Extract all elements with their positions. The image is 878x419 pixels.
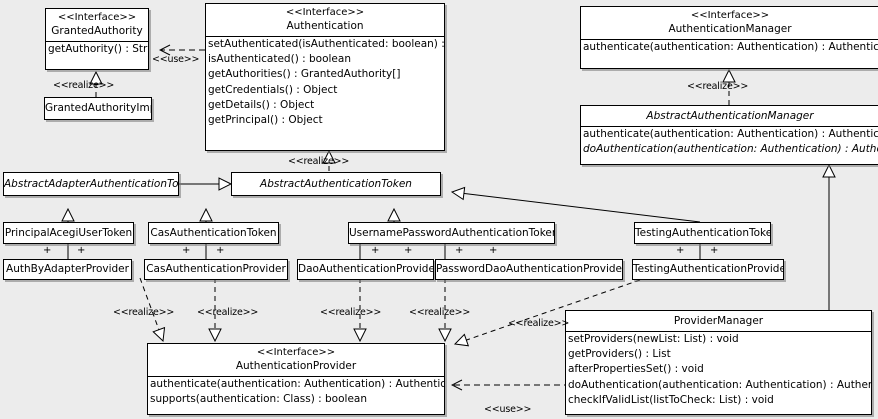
relationship-label-use-top: <<use>>: [152, 54, 200, 65]
operations-compartment: setProviders(newList: List) : void getPr…: [566, 331, 871, 408]
relationship-label-realize-provider-5: <<realize>>: [508, 318, 570, 329]
multiplicity-marker: +: [489, 245, 498, 256]
class-name-label: TestingAuthenticationToken: [635, 227, 771, 239]
class-name-label: AuthenticationManager: [668, 23, 792, 35]
operation-row: authenticate(authentication: Authenticat…: [583, 41, 878, 53]
class-name-label: ProviderManager: [673, 315, 764, 327]
class-header: <<Interface>> AuthenticationManager: [581, 7, 878, 39]
class-abstract-authentication-token[interactable]: AbstractAuthenticationToken: [231, 172, 441, 196]
relationship-label-realize-provider-1: <<realize>>: [113, 307, 175, 318]
class-name-label: UsernamePasswordAuthenticationToken: [349, 227, 555, 239]
class-testing-authentication-provider[interactable]: TestingAuthenticationProvider: [632, 259, 784, 280]
operation-row: getDetails() : Object: [208, 98, 315, 111]
class-name-label: DaoAuthenticationProvider: [298, 263, 434, 275]
class-granted-authority-impl[interactable]: GrantedAuthorityImpl: [44, 97, 152, 120]
class-name-label: GrantedAuthority: [51, 25, 143, 37]
operation-row: checkIfValidList(listToCheck: List) : vo…: [568, 393, 774, 406]
multiplicity-marker: +: [216, 245, 225, 256]
class-name-label: AbstractAuthenticationManager: [646, 110, 814, 122]
class-name-label: AuthenticationProvider: [235, 360, 357, 372]
relationship-label-realize-auth-manager: <<realize>>: [687, 81, 749, 92]
operation-row: authenticate(authentication: Authenticat…: [583, 128, 878, 140]
class-name-label: CasAuthenticationProvider: [146, 263, 286, 275]
class-authentication-provider[interactable]: <<Interface>> AuthenticationProvider aut…: [147, 343, 445, 415]
class-abstract-authentication-manager[interactable]: AbstractAuthenticationManager authentica…: [580, 105, 878, 165]
operations-compartment: authenticate(authentication: Authenticat…: [148, 376, 444, 407]
multiplicity-marker: +: [182, 245, 191, 256]
relationship-label-realize-authentication: <<realize>>: [288, 156, 350, 167]
class-name-label: AbstractAuthenticationToken: [260, 178, 412, 190]
class-header: AbstractAuthenticationManager: [581, 106, 878, 126]
class-principal-acegi-user-token[interactable]: PrincipalAcegiUserToken: [3, 222, 134, 244]
relationship-label-realize-granted-authority: <<realize>>: [53, 80, 115, 91]
operation-row: setProviders(newList: List) : void: [568, 333, 739, 345]
relationship-label-realize-provider-4: <<realize>>: [409, 307, 471, 318]
stereotype-label: <<Interface>>: [57, 12, 137, 23]
class-name-label: CasAuthenticationToken: [150, 227, 277, 239]
class-username-password-authentication-token[interactable]: UsernamePasswordAuthenticationToken: [348, 222, 555, 244]
class-testing-authentication-token[interactable]: TestingAuthenticationToken: [634, 222, 771, 244]
operation-row: getProviders() : List: [568, 348, 671, 361]
multiplicity-marker: +: [455, 245, 464, 256]
class-cas-authentication-token[interactable]: CasAuthenticationToken: [148, 222, 279, 244]
relationship-label-use-bottom: <<use>>: [484, 404, 532, 415]
operation-row: supports(authentication: Class) : boolea…: [150, 393, 367, 406]
operation-row: getPrincipal() : Object: [208, 114, 323, 127]
class-auth-by-adapter-provider[interactable]: AuthByAdapterProvider: [3, 259, 132, 280]
class-name-label: Authentication: [286, 20, 364, 32]
operation-row: afterPropertiesSet() : void: [568, 363, 704, 376]
operation-row: setAuthenticated(isAuthenticated: boolea…: [208, 38, 444, 50]
multiplicity-marker: +: [77, 245, 86, 256]
operation-row: authenticate(authentication: Authenticat…: [150, 378, 444, 390]
operation-row: getCredentials() : Object: [208, 83, 338, 96]
class-password-dao-authentication-provider[interactable]: PasswordDaoAuthenticationProvider: [435, 259, 623, 280]
stereotype-label: <<Interface>>: [690, 10, 770, 21]
class-name-label: PasswordDaoAuthenticationProvider: [436, 263, 623, 275]
operation-row: isAuthenticated() : boolean: [208, 53, 351, 66]
multiplicity-marker: +: [676, 245, 685, 256]
operation-row: doAuthentication(authentication: Authent…: [583, 143, 878, 156]
stereotype-label: <<Interface>>: [256, 347, 336, 358]
stereotype-label: <<Interface>>: [285, 7, 365, 18]
class-name-label: PrincipalAcegiUserToken: [4, 227, 133, 239]
operation-row: getAuthorities() : GrantedAuthority[]: [208, 68, 401, 81]
class-header: ProviderManager: [566, 311, 871, 331]
class-dao-authentication-provider[interactable]: DaoAuthenticationProvider: [297, 259, 434, 280]
class-name-label: AuthByAdapterProvider: [6, 263, 129, 275]
operation-row: getAuthority() : String: [48, 43, 148, 55]
relationship-label-realize-provider-3: <<realize>>: [320, 307, 382, 318]
class-name-label: GrantedAuthorityImpl: [45, 102, 152, 114]
class-header: <<Interface>> GrantedAuthority: [46, 9, 148, 41]
class-header: <<Interface>> AuthenticationProvider: [148, 344, 444, 376]
class-name-label: AbstractAdapterAuthenticationToken: [4, 178, 179, 190]
class-header: <<Interface>> Authentication: [206, 4, 444, 36]
multiplicity-marker: +: [710, 245, 719, 256]
class-cas-authentication-provider[interactable]: CasAuthenticationProvider: [144, 259, 288, 280]
class-provider-manager[interactable]: ProviderManager setProviders(newList: Li…: [565, 310, 872, 415]
class-abstract-adapter-authentication-token[interactable]: AbstractAdapterAuthenticationToken: [3, 172, 179, 196]
class-name-label: TestingAuthenticationProvider: [633, 263, 784, 275]
operations-compartment: authenticate(authentication: Authenticat…: [581, 126, 878, 157]
operations-compartment: authenticate(authentication: Authenticat…: [581, 39, 878, 55]
multiplicity-marker: +: [43, 245, 52, 256]
class-authentication-manager[interactable]: <<Interface>> AuthenticationManager auth…: [580, 6, 878, 69]
operation-row: doAuthentication(authentication: Authent…: [568, 378, 871, 391]
multiplicity-marker: +: [404, 245, 413, 256]
multiplicity-marker: +: [371, 245, 380, 256]
operations-compartment: getAuthority() : String: [46, 41, 148, 57]
operations-compartment: setAuthenticated(isAuthenticated: boolea…: [206, 36, 444, 128]
class-granted-authority[interactable]: <<Interface>> GrantedAuthority getAuthor…: [45, 8, 149, 70]
relationship-label-realize-provider-2: <<realize>>: [197, 307, 259, 318]
class-authentication[interactable]: <<Interface>> Authentication setAuthenti…: [205, 3, 445, 151]
